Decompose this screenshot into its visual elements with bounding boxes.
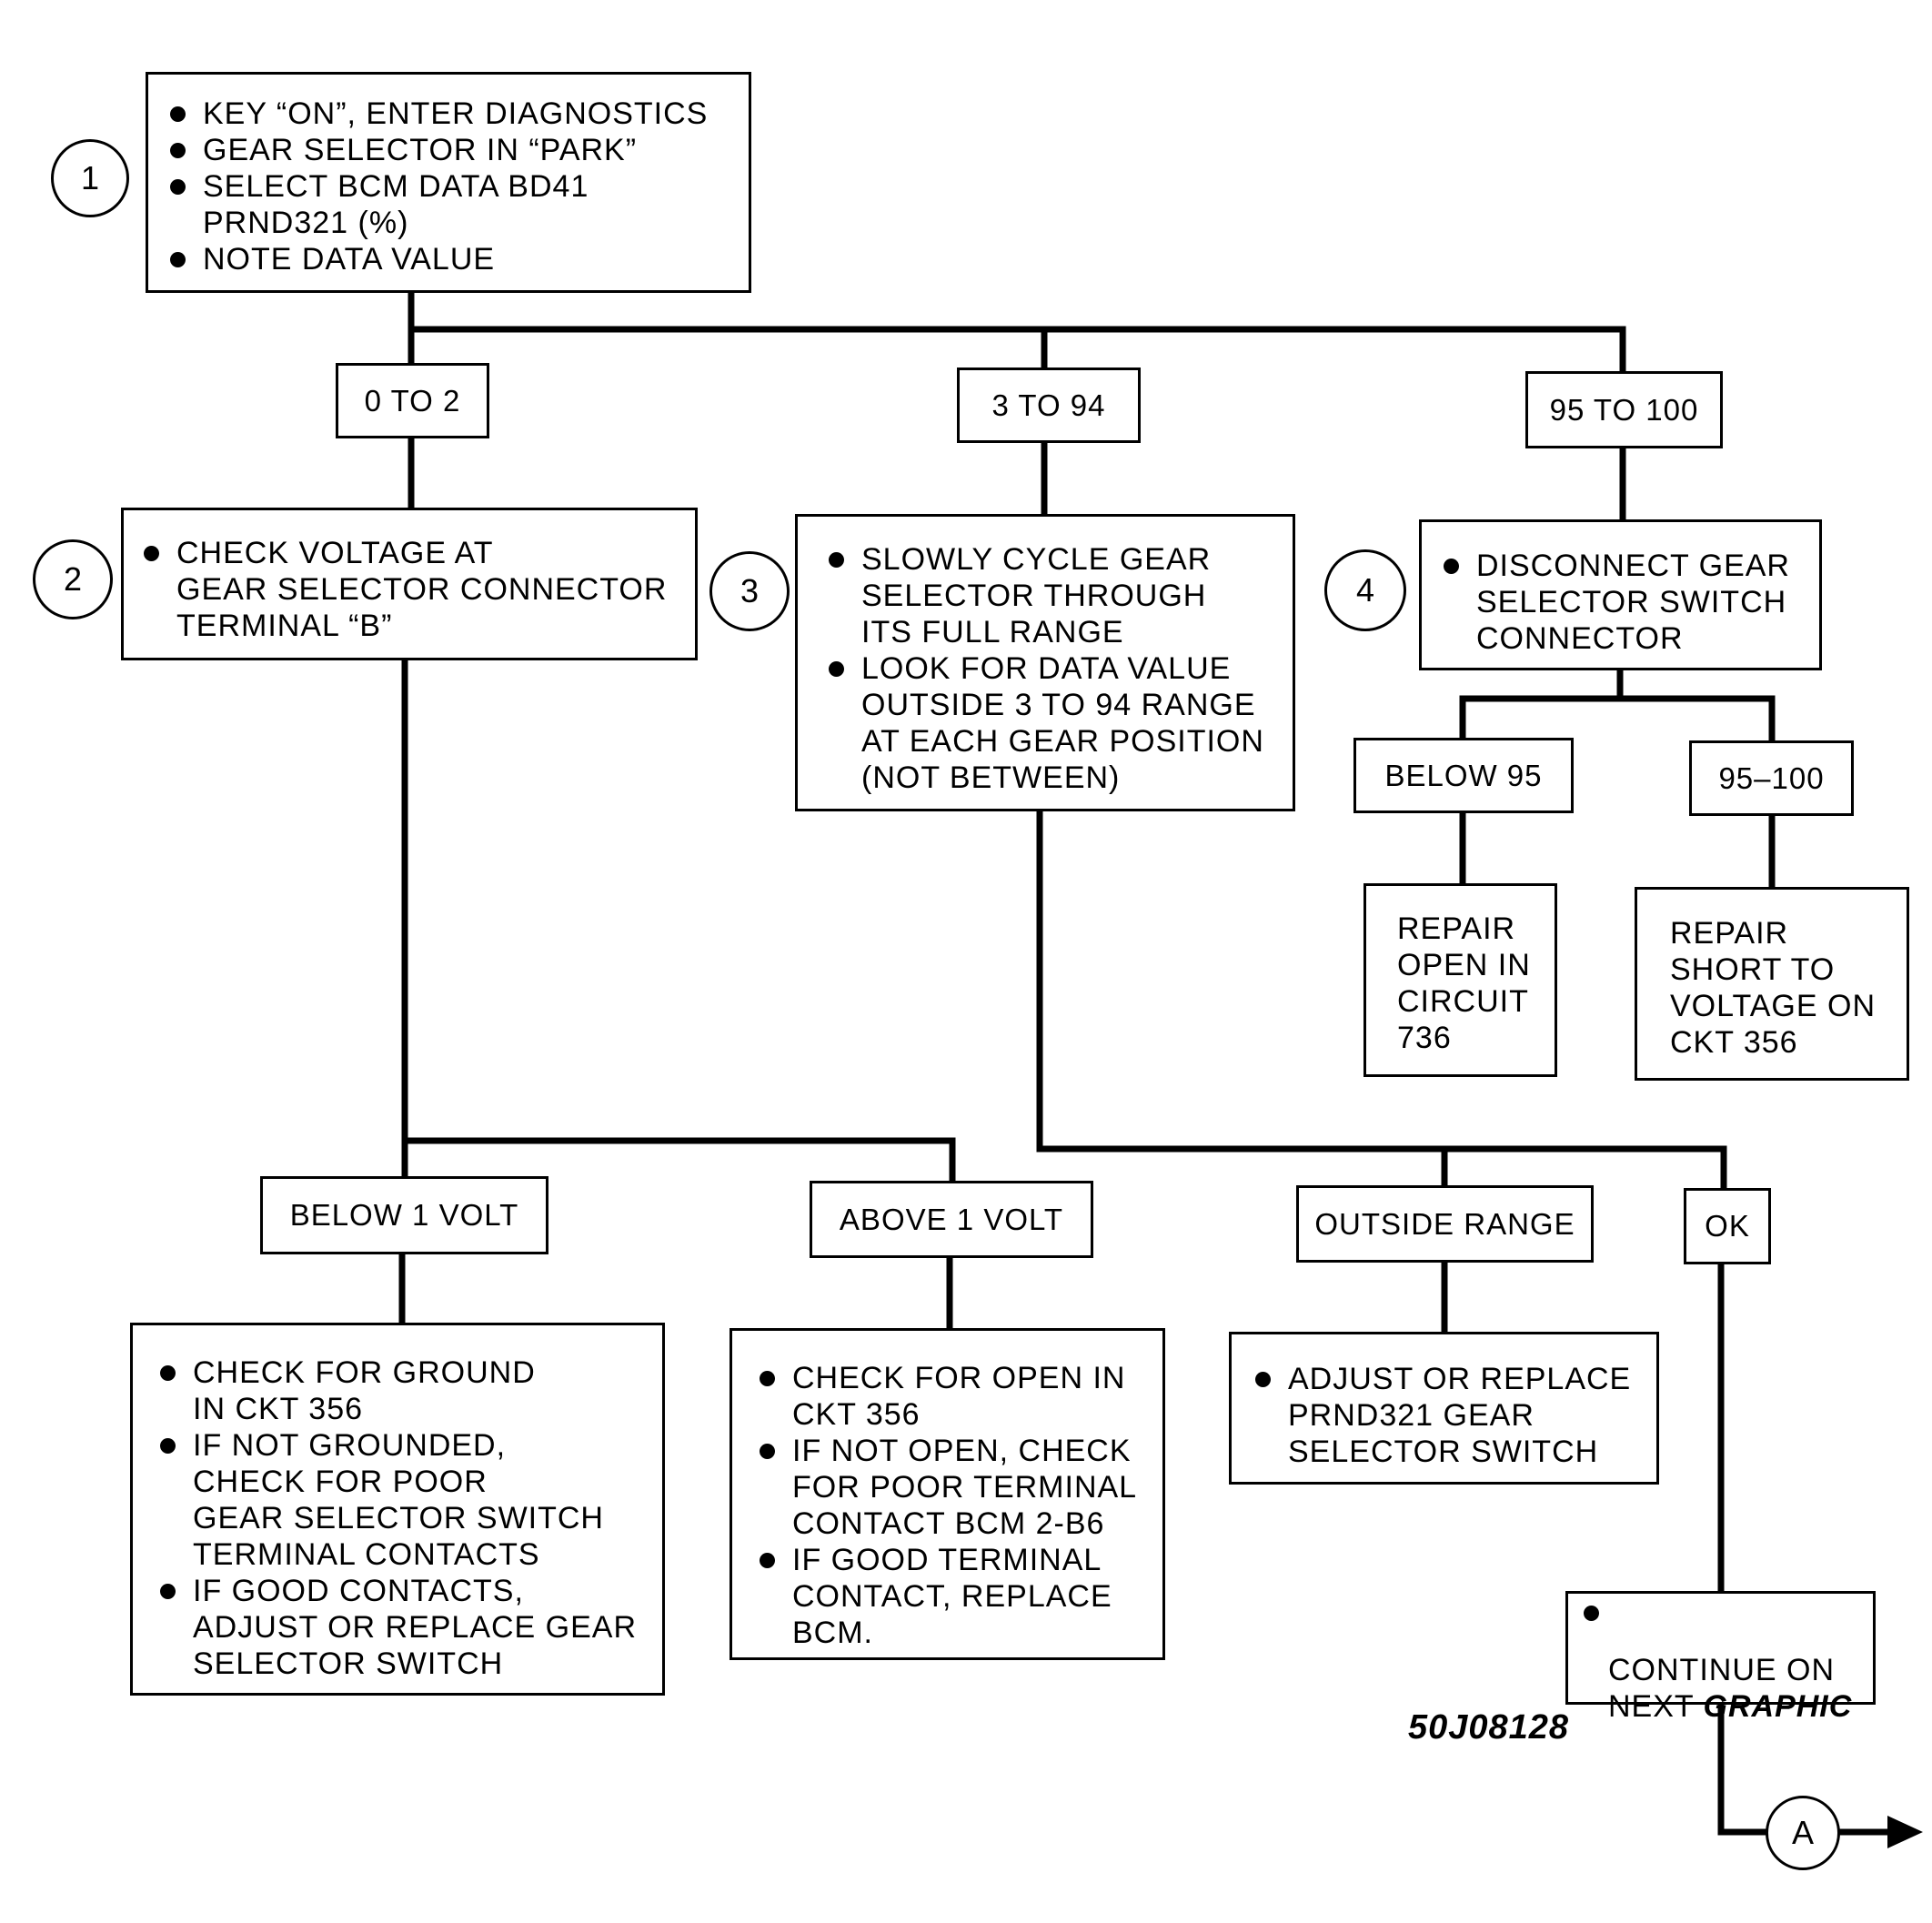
branch-label-outside-range: OUTSIDE RANGE bbox=[1296, 1185, 1594, 1263]
continue-text-prefix: CONTINUE ON NEXT bbox=[1608, 1653, 1835, 1724]
open-check-bullet: CHECK FOR OPEN IN CKT 356 bbox=[758, 1360, 1162, 1433]
branch-label-95-to-100: 95 TO 100 bbox=[1525, 371, 1723, 448]
continue-box: CONTINUE ON NEXT GRAPHIC bbox=[1565, 1591, 1876, 1724]
continue-bullet-icon bbox=[1584, 1606, 1599, 1621]
branch-label-below-95: BELOW 95 bbox=[1353, 738, 1574, 813]
offpage-connector-a: A bbox=[1766, 1796, 1840, 1870]
step-1-bullet: SELECT BCM DATA BD41 PRND321 (%) bbox=[168, 168, 749, 241]
branch-label-ok: OK bbox=[1684, 1188, 1771, 1264]
step-2-bullets: CHECK VOLTAGE AT GEAR SELECTOR CONNECTOR… bbox=[142, 535, 695, 644]
ground-check-bullets: CHECK FOR GROUND IN CKT 356 IF NOT GROUN… bbox=[158, 1354, 662, 1682]
step-1-bullet: NOTE DATA VALUE bbox=[168, 241, 749, 277]
step-number-1: 1 bbox=[51, 139, 129, 217]
step-4-bullet: DISCONNECT GEAR SELECTOR SWITCH CONNECTO… bbox=[1442, 548, 1819, 657]
ground-check-bullet: CHECK FOR GROUND IN CKT 356 bbox=[158, 1354, 662, 1427]
step-4-box: DISCONNECT GEAR SELECTOR SWITCH CONNECTO… bbox=[1419, 519, 1822, 670]
step-3-bullets: SLOWLY CYCLE GEAR SELECTOR THROUGH ITS F… bbox=[827, 541, 1293, 796]
branch-label-below-1-volt: BELOW 1 VOLT bbox=[260, 1176, 548, 1254]
adjust-replace-box: ADJUST OR REPLACE PRND321 GEAR SELECTOR … bbox=[1229, 1332, 1659, 1485]
continue-text: CONTINUE ON NEXT GRAPHIC bbox=[1608, 1616, 1852, 1725]
step-3-bullet: SLOWLY CYCLE GEAR SELECTOR THROUGH ITS F… bbox=[827, 541, 1293, 650]
open-check-box: CHECK FOR OPEN IN CKT 356 IF NOT OPEN, C… bbox=[730, 1328, 1165, 1660]
continue-text-emphasis: GRAPHIC bbox=[1703, 1689, 1853, 1724]
open-check-bullet: IF GOOD TERMINAL CONTACT, REPLACE BCM. bbox=[758, 1542, 1162, 1651]
step-3-box: SLOWLY CYCLE GEAR SELECTOR THROUGH ITS F… bbox=[795, 514, 1295, 811]
adjust-replace-bullet: ADJUST OR REPLACE PRND321 GEAR SELECTOR … bbox=[1253, 1361, 1656, 1470]
branch-label-95-100: 95–100 bbox=[1689, 740, 1854, 816]
step-1-bullets: KEY “ON”, ENTER DIAGNOSTICS GEAR SELECTO… bbox=[168, 96, 749, 277]
step-1-bullet: KEY “ON”, ENTER DIAGNOSTICS bbox=[168, 96, 749, 132]
step-number-4: 4 bbox=[1324, 549, 1406, 631]
figure-id: 50J08128 bbox=[1408, 1708, 1570, 1747]
step-number-2: 2 bbox=[33, 539, 113, 619]
step-number-3: 3 bbox=[709, 551, 790, 631]
step-2-box: CHECK VOLTAGE AT GEAR SELECTOR CONNECTOR… bbox=[121, 508, 698, 660]
step-2-bullet: CHECK VOLTAGE AT GEAR SELECTOR CONNECTOR… bbox=[142, 535, 695, 644]
step-1-box: KEY “ON”, ENTER DIAGNOSTICS GEAR SELECTO… bbox=[146, 72, 751, 293]
open-check-bullet: IF NOT OPEN, CHECK FOR POOR TERMINAL CON… bbox=[758, 1433, 1162, 1542]
step-1-bullet: GEAR SELECTOR IN “PARK” bbox=[168, 132, 749, 168]
ground-check-bullet: IF GOOD CONTACTS, ADJUST OR REPLACE GEAR… bbox=[158, 1573, 662, 1682]
adjust-replace-bullets: ADJUST OR REPLACE PRND321 GEAR SELECTOR … bbox=[1253, 1361, 1656, 1470]
branch-label-above-1-volt: ABOVE 1 VOLT bbox=[810, 1181, 1093, 1258]
step-3-bullet: LOOK FOR DATA VALUE OUTSIDE 3 TO 94 RANG… bbox=[827, 650, 1293, 796]
branch-label-0-to-2: 0 TO 2 bbox=[336, 363, 489, 438]
ground-check-box: CHECK FOR GROUND IN CKT 356 IF NOT GROUN… bbox=[130, 1323, 665, 1696]
branch-label-3-to-94: 3 TO 94 bbox=[957, 367, 1141, 443]
open-check-bullets: CHECK FOR OPEN IN CKT 356 IF NOT OPEN, C… bbox=[758, 1360, 1162, 1651]
ground-check-bullet: IF NOT GROUNDED, CHECK FOR POOR GEAR SEL… bbox=[158, 1427, 662, 1573]
step-4-bullets: DISCONNECT GEAR SELECTOR SWITCH CONNECTO… bbox=[1442, 548, 1819, 657]
repair-open-box: REPAIR OPEN IN CIRCUIT 736 bbox=[1363, 883, 1557, 1077]
repair-short-box: REPAIR SHORT TO VOLTAGE ON CKT 356 bbox=[1635, 887, 1909, 1081]
